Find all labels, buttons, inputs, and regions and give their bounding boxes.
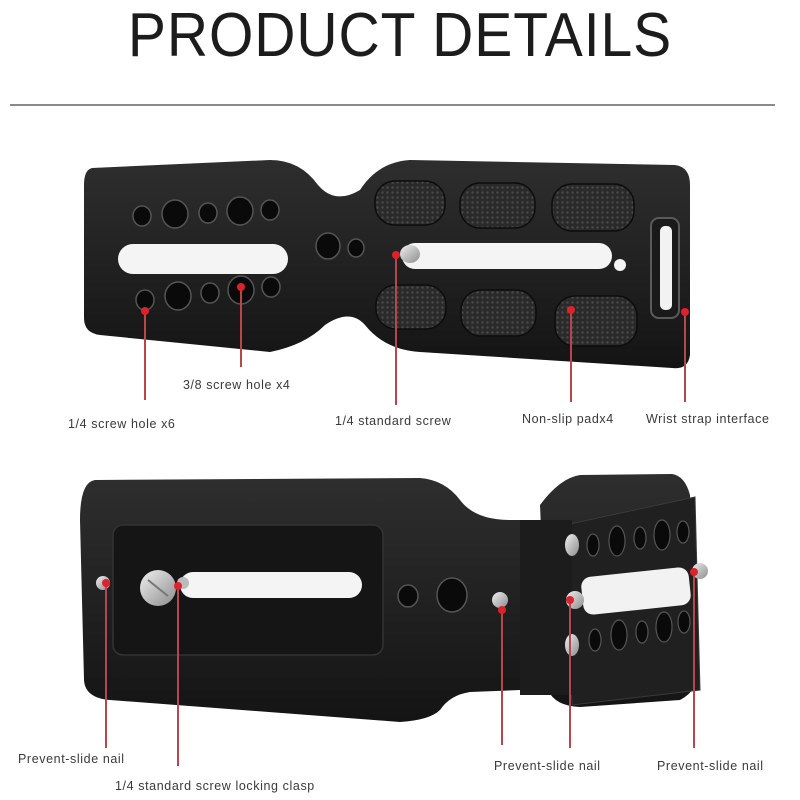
page-title: PRODUCT DETAILS bbox=[127, 1, 673, 70]
callout-line-prevent-slide-nail-left bbox=[105, 583, 107, 748]
callout-dot-prevent-slide-nail-left bbox=[102, 579, 110, 587]
callout-label-standard-screw: 1/4 standard screw bbox=[335, 414, 452, 428]
top-left-slot bbox=[118, 244, 288, 274]
callout-dot-wrist-strap-interface bbox=[681, 308, 689, 316]
callout-label-prevent-slide-nail-right: Prevent-slide nail bbox=[657, 759, 764, 773]
standard-screw bbox=[400, 245, 420, 263]
callout-line-non-slip-pad bbox=[570, 310, 572, 402]
side-slot bbox=[581, 567, 691, 615]
callout-dot-non-slip-pad bbox=[567, 306, 575, 314]
bottom-bracket bbox=[80, 474, 708, 722]
callout-line-screw-locking-clasp bbox=[177, 586, 179, 766]
callout-label-wrist-strap-interface: Wrist strap interface bbox=[646, 412, 770, 426]
callout-dot-three-eighths-screw-hole bbox=[237, 283, 245, 291]
callout-dot-prevent-slide-nail-middle bbox=[498, 606, 506, 614]
callout-label-three-eighths-screw-hole: 3/8 screw hole x4 bbox=[183, 378, 291, 392]
callout-dot-screw-locking-clasp bbox=[174, 582, 182, 590]
title-divider bbox=[10, 104, 775, 106]
callout-label-prevent-slide-nail-middle: Prevent-slide nail bbox=[494, 759, 601, 773]
callout-line-three-eighths-screw-hole bbox=[240, 287, 242, 367]
callout-label-prevent-slide-nail-left: Prevent-slide nail bbox=[18, 752, 125, 766]
callout-label-quarter-screw-hole: 1/4 screw hole x6 bbox=[68, 417, 176, 431]
callout-dot-standard-screw bbox=[392, 251, 400, 259]
callout-label-non-slip-pad: Non-slip padx4 bbox=[522, 412, 614, 426]
callout-dot-prevent-slide-nail-far-right bbox=[690, 568, 698, 576]
top-right-slot bbox=[402, 243, 612, 269]
callout-line-prevent-slide-nail-far-right bbox=[693, 572, 695, 748]
top-bracket bbox=[84, 160, 690, 369]
callout-line-standard-screw bbox=[395, 255, 397, 405]
callout-line-quarter-screw-hole bbox=[144, 312, 146, 400]
callout-label-screw-locking-clasp: 1/4 standard screw locking clasp bbox=[115, 779, 315, 793]
callout-line-prevent-slide-nail-middle bbox=[501, 610, 503, 745]
bottom-slot bbox=[180, 572, 362, 598]
callout-dot-quarter-screw-hole bbox=[141, 307, 149, 315]
callout-line-prevent-slide-nail-right bbox=[569, 600, 571, 748]
non-slip-pads bbox=[374, 180, 638, 347]
callout-line-wrist-strap-interface bbox=[684, 312, 686, 402]
callout-dot-prevent-slide-nail-right bbox=[566, 596, 574, 604]
